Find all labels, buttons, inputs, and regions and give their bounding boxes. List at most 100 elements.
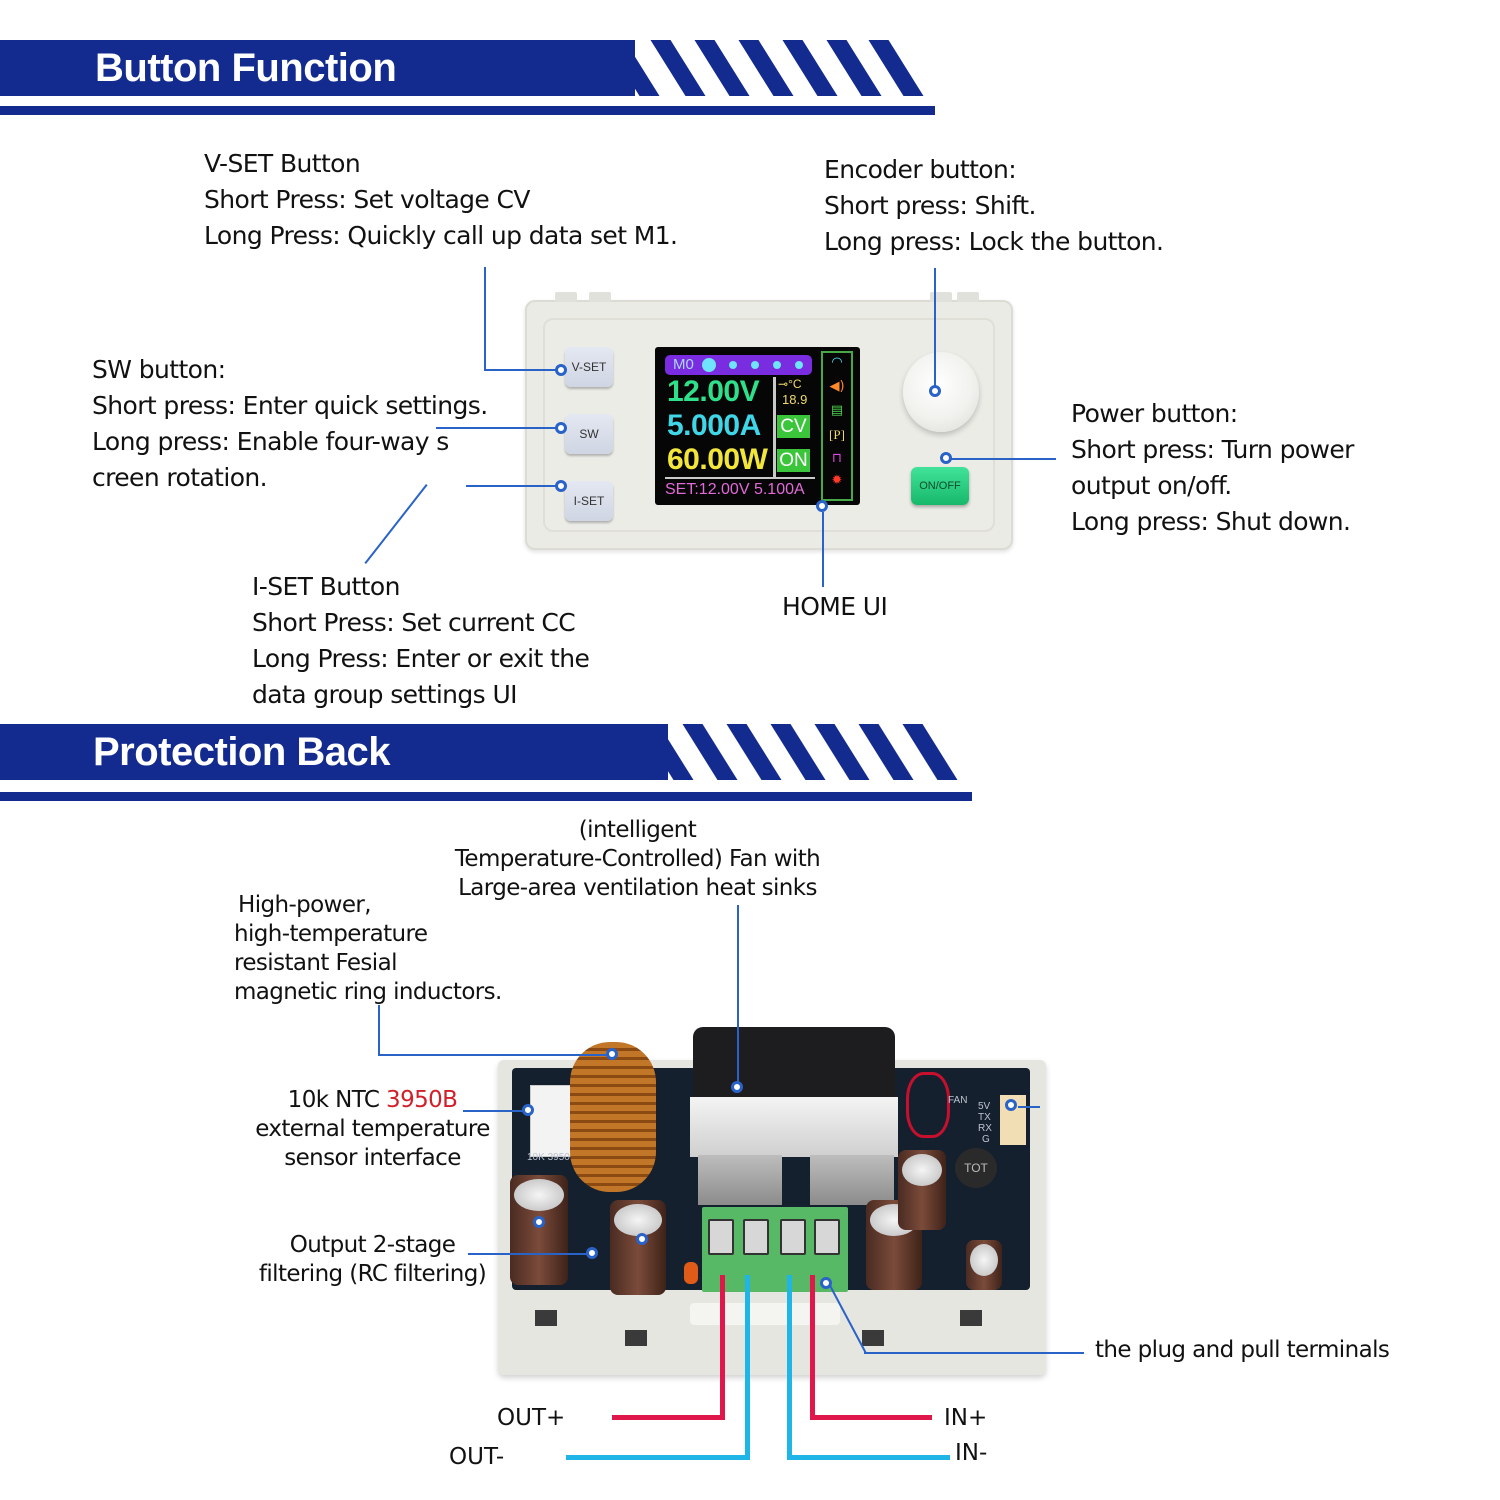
annotation-line: data group settings UI <box>252 680 518 709</box>
banner-stripe <box>694 40 750 96</box>
capacitor <box>510 1175 568 1285</box>
leader-line <box>737 905 739 1085</box>
banner-stripe <box>650 40 706 96</box>
case-tab <box>930 292 952 302</box>
annotation-line: high-temperature <box>234 921 428 947</box>
vset-button[interactable]: V-SET <box>565 347 613 387</box>
temperature-reading: 18.9 <box>782 392 808 407</box>
group-indicator-dot <box>729 361 737 369</box>
memory-group-bar: M0 <box>665 355 812 375</box>
terminal-label-strip <box>690 1303 840 1325</box>
wifi-icon: ◠ <box>831 355 843 370</box>
screen-divider <box>665 477 815 479</box>
annotation-line: Short press: Turn power <box>1071 435 1354 464</box>
callout-dot <box>940 452 952 464</box>
in-plus-wire <box>810 1415 932 1420</box>
sw-annotation: SW button: Short press: Enter quick sett… <box>92 352 488 496</box>
capacitor <box>898 1150 946 1230</box>
leader-line <box>1018 1106 1040 1108</box>
leader-line <box>436 427 556 429</box>
on-off-button[interactable]: ON/OFF <box>911 467 969 505</box>
out-minus-wire <box>566 1455 750 1460</box>
banner-stripe <box>682 724 738 780</box>
sw-button[interactable]: SW <box>565 414 613 454</box>
leader-line <box>950 458 1056 460</box>
case-vent <box>862 1330 884 1346</box>
heat-sink-fin <box>698 1155 782 1205</box>
capacitor <box>610 1200 666 1295</box>
callout-dot <box>820 1277 832 1289</box>
annotation-line: Long Press: Quickly call up data set M1. <box>204 221 678 250</box>
callout-dot <box>555 364 567 376</box>
inductor-annotation: High-power, high-temperature resistant F… <box>234 891 502 1007</box>
leader-line <box>466 485 556 487</box>
battery-icon: ▤ <box>830 403 844 418</box>
callout-dot <box>522 1104 534 1116</box>
iset-button[interactable]: I-SET <box>565 481 613 521</box>
annotation-line: High-power, <box>238 892 372 918</box>
vset-annotation: V-SET Button Short Press: Set voltage CV… <box>204 146 678 254</box>
banner-underline <box>0 106 935 115</box>
banner-stripe <box>770 724 826 780</box>
annotation-line: Encoder button: <box>824 155 1017 184</box>
encoder-knob[interactable] <box>903 352 979 432</box>
smd-inductor: TOT <box>955 1148 997 1188</box>
pcb-label: G <box>982 1134 990 1145</box>
leader-line <box>468 1253 592 1255</box>
filter-annotation: Output 2-stage filtering (RC filtering) <box>245 1231 500 1289</box>
group-indicator-dot <box>795 361 803 369</box>
annotation-line: Long press: Shut down. <box>1071 507 1351 536</box>
banner-bar: Button Function <box>0 40 635 96</box>
in-minus-wire <box>787 1275 792 1460</box>
pcb-label: TX <box>978 1112 991 1123</box>
pcb-label: 5V <box>978 1101 991 1112</box>
iset-annotation: I-SET Button Short Press: Set current CC… <box>252 569 590 713</box>
group-indicator-dot <box>702 358 716 372</box>
out-plus-label: OUT+ <box>497 1405 566 1431</box>
case-vent <box>960 1310 982 1326</box>
banner-stripe <box>814 724 870 780</box>
p-icon: [P] <box>829 427 845 442</box>
leader-line <box>364 484 428 565</box>
annotation-line: external temperature <box>255 1116 490 1142</box>
case-tab <box>957 292 979 302</box>
leader-line <box>822 512 824 587</box>
annotation-line: Short press: Enter quick settings. <box>92 391 488 420</box>
encoder-annotation: Encoder button: Short press: Shift. Long… <box>824 152 1164 260</box>
capacitor <box>966 1240 1002 1290</box>
screen-divider <box>773 377 776 477</box>
callout-dot <box>731 1081 743 1093</box>
callout-dot <box>555 422 567 434</box>
annotation-line: filtering (RC filtering) <box>258 1261 487 1287</box>
setpoint-line: SET:12.00V 5.100A <box>665 481 805 498</box>
terminal-slot <box>743 1219 769 1255</box>
fan-wires <box>906 1072 950 1138</box>
callout-dot <box>533 1216 545 1228</box>
output-on-badge: ON <box>777 449 810 472</box>
annotation-line: Large-area ventilation heat sinks <box>458 875 817 901</box>
group-indicator-dot <box>751 361 759 369</box>
annotation-line: HOME UI <box>782 592 888 621</box>
power-reading: 60.00W <box>667 443 768 476</box>
power-annotation: Power button: Short press: Turn power ou… <box>1071 396 1354 540</box>
annotation-line: resistant Fesial <box>234 950 397 976</box>
terminal-slot <box>708 1219 734 1255</box>
home-ui-annotation: HOME UI <box>782 589 888 625</box>
current-reading: 5.000A <box>667 409 761 442</box>
callout-dot <box>1005 1099 1017 1111</box>
case-tab <box>589 292 611 302</box>
annotation-line: creen rotation. <box>92 463 268 492</box>
out-minus-wire <box>745 1275 750 1460</box>
annotation-line: Short press: Shift. <box>824 191 1036 220</box>
banner-stripe <box>738 40 794 96</box>
status-icon-column: ◠ ◀) ▤ [P] ⊓ ✹ <box>821 351 853 501</box>
thermometer-icon: ⊸°C <box>778 377 802 391</box>
annotation-line: Long press: Lock the button. <box>824 227 1164 256</box>
memory-group-label: M0 <box>673 356 694 373</box>
toroidal-inductor <box>570 1042 656 1192</box>
annotation-line: Output 2-stage <box>289 1232 456 1258</box>
ntc-annotation: 10k NTC 3950B external temperature senso… <box>245 1086 500 1173</box>
leader-line <box>484 369 558 371</box>
banner-stripe <box>902 724 958 780</box>
annotation-line: Short Press: Set voltage CV <box>204 185 531 214</box>
